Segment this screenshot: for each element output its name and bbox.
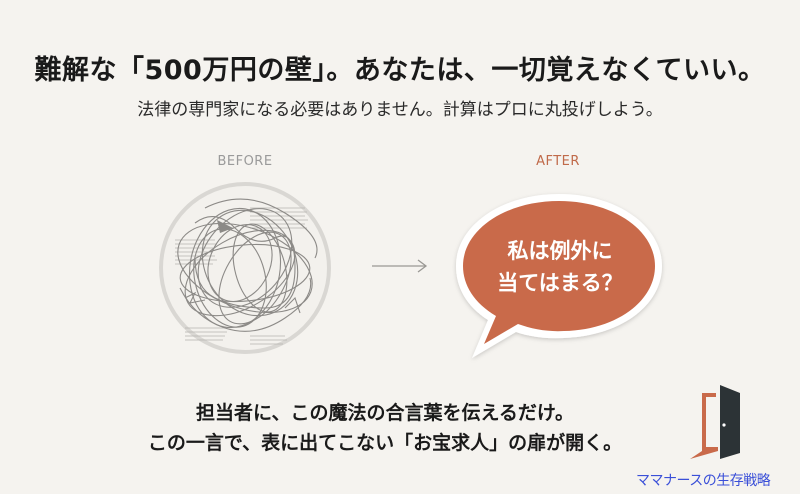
- tangled-scribble-icon: [159, 182, 331, 354]
- headline: 難解な「500万円の壁」。あなたは、一切覚えなくていい。: [34, 55, 766, 86]
- footer-line-1: 担当者に、この魔法の合言葉を伝えるだけ。: [196, 402, 574, 424]
- bubble-line-2: 当てはまる？: [497, 271, 623, 295]
- subheadline: 法律の専門家になる必要はありません。計算はプロに丸投げしよう。: [137, 100, 663, 120]
- bubble-line-1: 私は例外に: [507, 239, 613, 263]
- watermark: ママナースの生存戦略: [636, 473, 771, 489]
- speech-bubble-icon: [456, 194, 662, 358]
- bubble-text: 私は例外に 当てはまる？: [470, 235, 650, 299]
- before-label: BEFORE: [217, 154, 273, 169]
- right-arrow-icon: [372, 259, 428, 273]
- open-door-icon: [690, 385, 740, 459]
- after-label: AFTER: [536, 154, 580, 169]
- footer-line-2: この一言で、表に出てこない「お宝求人」の扉が開く。: [147, 432, 623, 454]
